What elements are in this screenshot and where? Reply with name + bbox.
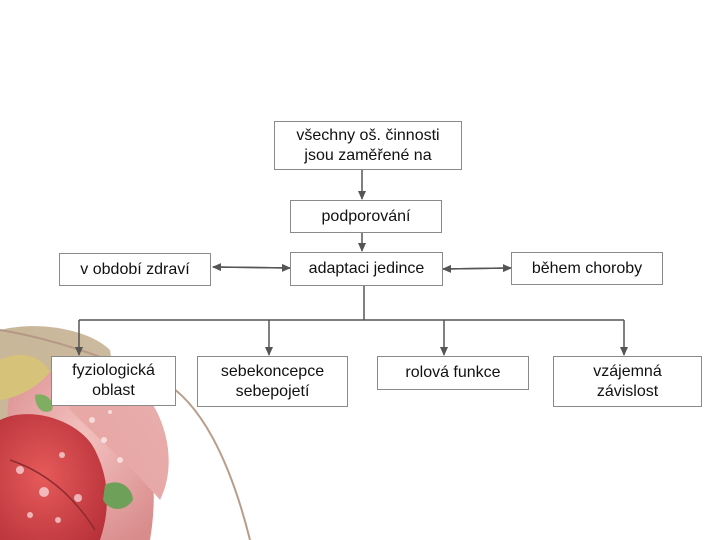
node-support: podporování bbox=[290, 200, 442, 233]
arrow-health-to-adaptation bbox=[213, 267, 290, 268]
node-root: všechny oš. činnosti jsou zaměřené na bbox=[274, 121, 462, 170]
node-selfconcept: sebekoncepce sebepojetí bbox=[197, 356, 348, 407]
node-physiological: fyziologická oblast bbox=[51, 356, 176, 406]
arrow-illness-to-adaptation bbox=[443, 268, 511, 269]
node-adaptation: adaptaci jedince bbox=[290, 252, 443, 286]
node-role: rolová funkce bbox=[377, 356, 529, 390]
node-interdependence: vzájemná závislost bbox=[553, 356, 702, 407]
node-health: v období zdraví bbox=[59, 253, 211, 286]
node-illness: během choroby bbox=[511, 252, 663, 285]
